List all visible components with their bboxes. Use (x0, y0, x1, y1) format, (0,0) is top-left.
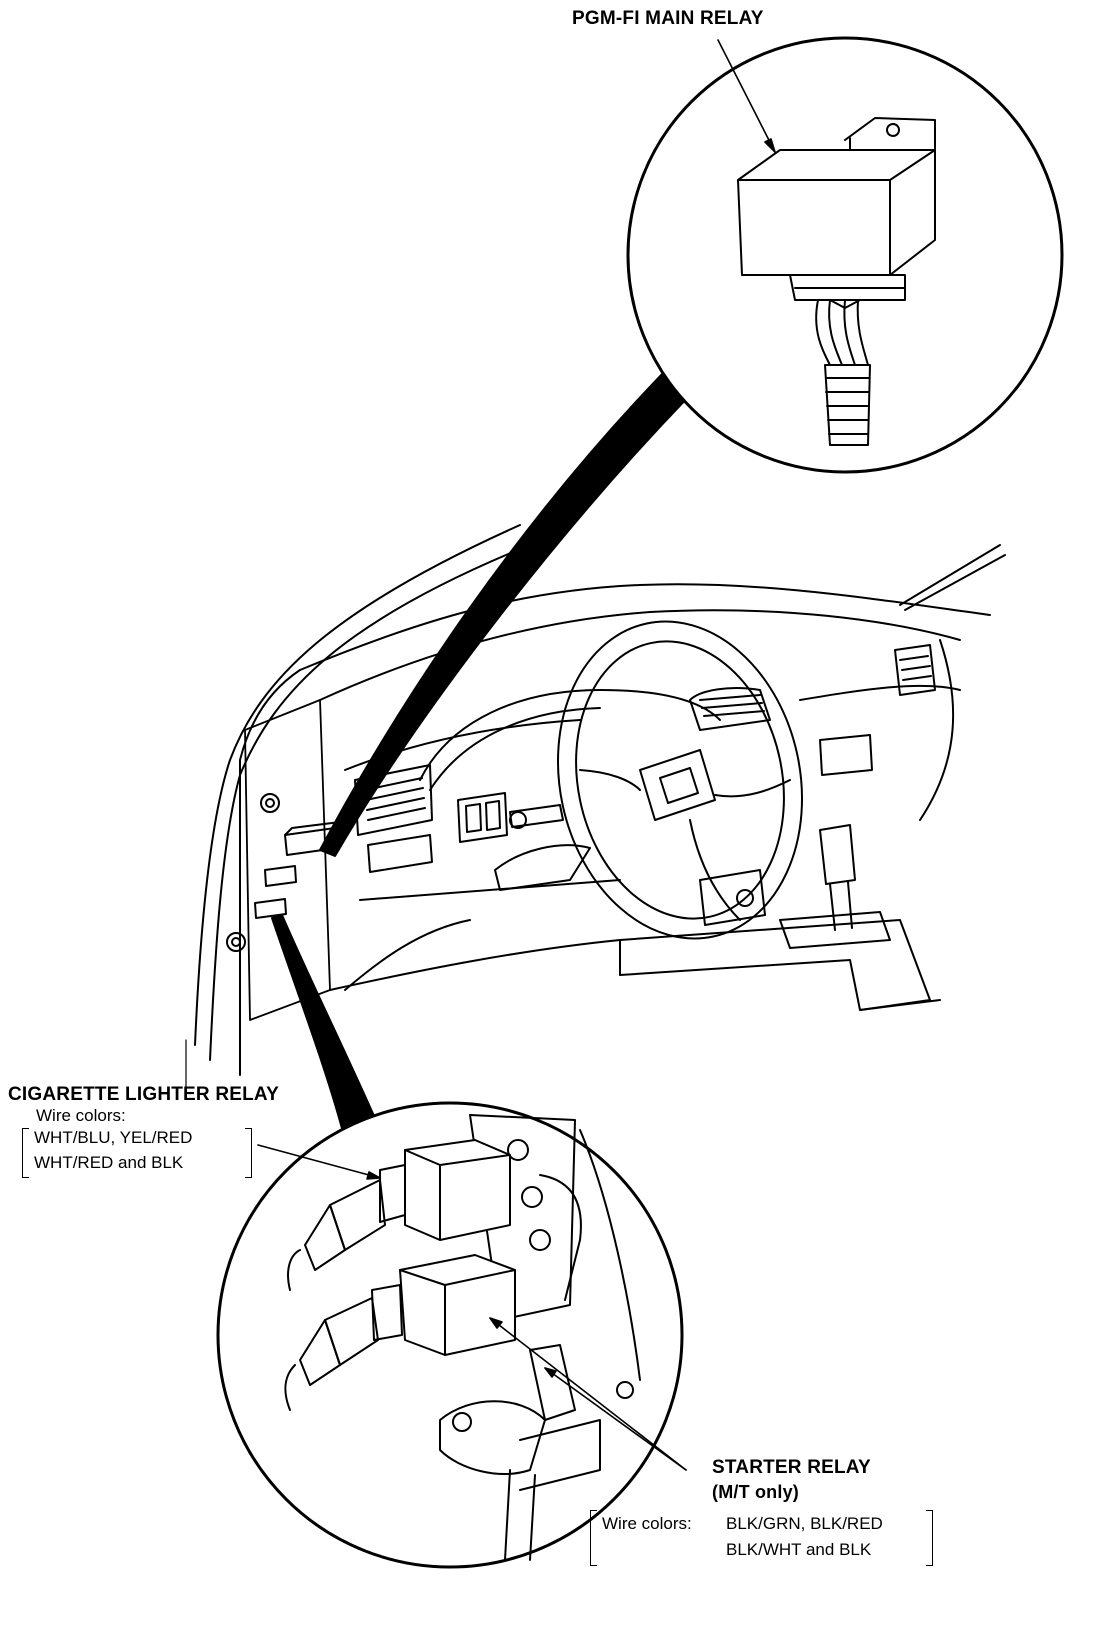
cigarette-lighter-wire-colors-line2: WHT/RED and BLK (34, 1153, 184, 1172)
cigarette-lighter-wire-colors-label: Wire colors: (36, 1106, 126, 1125)
inset-circle-lower-relays (216, 1101, 684, 1569)
pgm-fi-main-relay-label: PGM-FI MAIN RELAY (572, 8, 764, 29)
starter-relay-wire-colors-line1: BLK/GRN, BLK/RED (726, 1514, 883, 1533)
starter-relay-wire-colors-label: Wire colors: (602, 1514, 692, 1533)
callout-wedge-top (319, 367, 691, 857)
starter-relay-title: STARTER RELAY (712, 1457, 871, 1478)
starter-relay-bracket-left (590, 1510, 597, 1566)
cigarette-lighter-relay-title: CIGARETTE LIGHTER RELAY (8, 1084, 279, 1105)
cigarette-lighter-bracket-right (245, 1128, 252, 1178)
callout-wedge-bottom (271, 914, 379, 1141)
cigarette-lighter-bracket-left (22, 1128, 29, 1178)
cigarette-lighter-wire-colors-line1: WHT/BLU, YEL/RED (34, 1128, 193, 1147)
starter-relay-wire-colors-line2: BLK/WHT and BLK (726, 1540, 872, 1559)
starter-relay-qualifier: (M/T only) (712, 1482, 799, 1502)
starter-relay-bracket-right (926, 1510, 933, 1566)
leader-arrows (185, 39, 776, 1471)
inset-circle-pgm-fi (626, 36, 1064, 474)
